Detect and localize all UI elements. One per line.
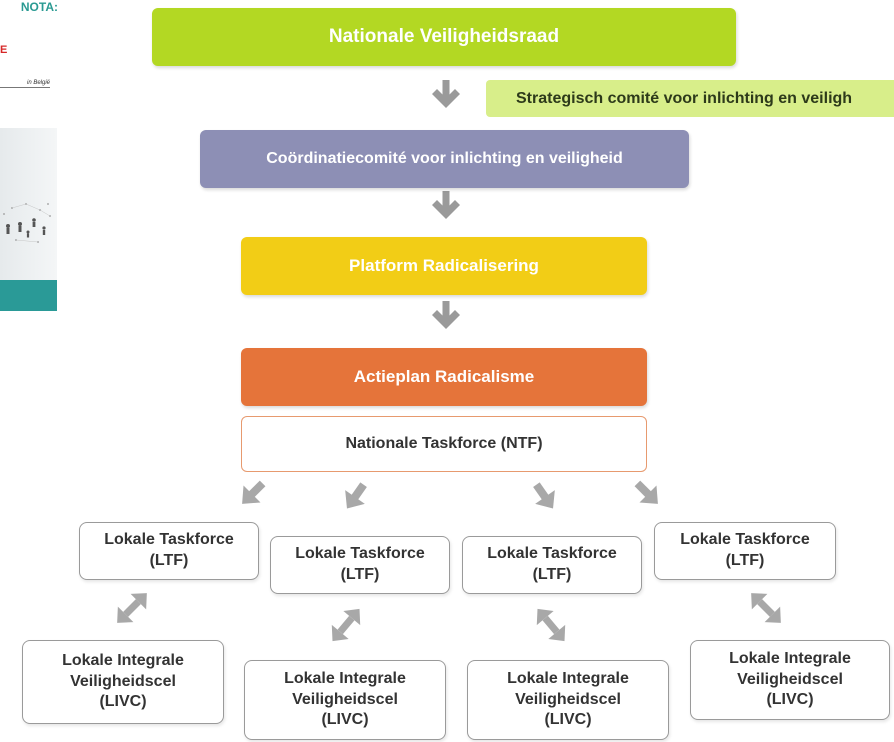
lokale-taskforce-box: Lokale Taskforce (LTF)	[79, 522, 259, 580]
strategisch-comite-box: Strategisch comité voor inlichting en ve…	[486, 80, 894, 117]
report-thumbnail: NOTA: E in België	[0, 0, 58, 320]
thumbnail-subtitle: in België	[0, 80, 50, 88]
double-arrow-icon	[324, 601, 368, 649]
coordinatiecomite-box: Coördinatiecomité voor inlichting en vei…	[200, 130, 689, 188]
arrow-down-icon	[432, 301, 460, 329]
livc-box: Lokale Integrale Veiligheidscel (LIVC)	[22, 640, 224, 724]
double-arrow-icon	[743, 585, 789, 631]
arrow-diagonal-icon	[337, 477, 374, 516]
thumbnail-title: NOTA:	[20, 0, 58, 14]
livc-box: Lokale Integrale Veiligheidscel (LIVC)	[244, 660, 446, 740]
actieplan-radicalisme-box: Actieplan Radicalisme	[241, 348, 647, 406]
arrow-down-icon	[432, 80, 460, 108]
thumbnail-line: E	[0, 44, 8, 56]
nationale-veiligheidsraad-box: Nationale Veiligheidsraad	[152, 8, 736, 66]
double-arrow-icon	[529, 601, 573, 649]
livc-box: Lokale Integrale Veiligheidscel (LIVC)	[467, 660, 669, 740]
lokale-taskforce-box: Lokale Taskforce (LTF)	[462, 536, 642, 594]
platform-radicalisering-box: Platform Radicalisering	[241, 237, 647, 295]
arrow-diagonal-icon	[233, 474, 272, 513]
lokale-taskforce-box: Lokale Taskforce (LTF)	[270, 536, 450, 594]
people-network-icon	[3, 203, 51, 243]
nationale-taskforce-box: Nationale Taskforce (NTF)	[241, 416, 647, 472]
arrow-diagonal-icon	[628, 474, 667, 513]
lokale-taskforce-box: Lokale Taskforce (LTF)	[654, 522, 836, 580]
arrow-down-icon	[432, 191, 460, 219]
livc-box: Lokale Integrale Veiligheidscel (LIVC)	[690, 640, 890, 720]
arrow-diagonal-icon	[526, 477, 563, 516]
thumbnail-footer-band	[0, 280, 57, 311]
thumbnail-cover-image	[0, 128, 57, 280]
double-arrow-icon	[109, 585, 155, 631]
